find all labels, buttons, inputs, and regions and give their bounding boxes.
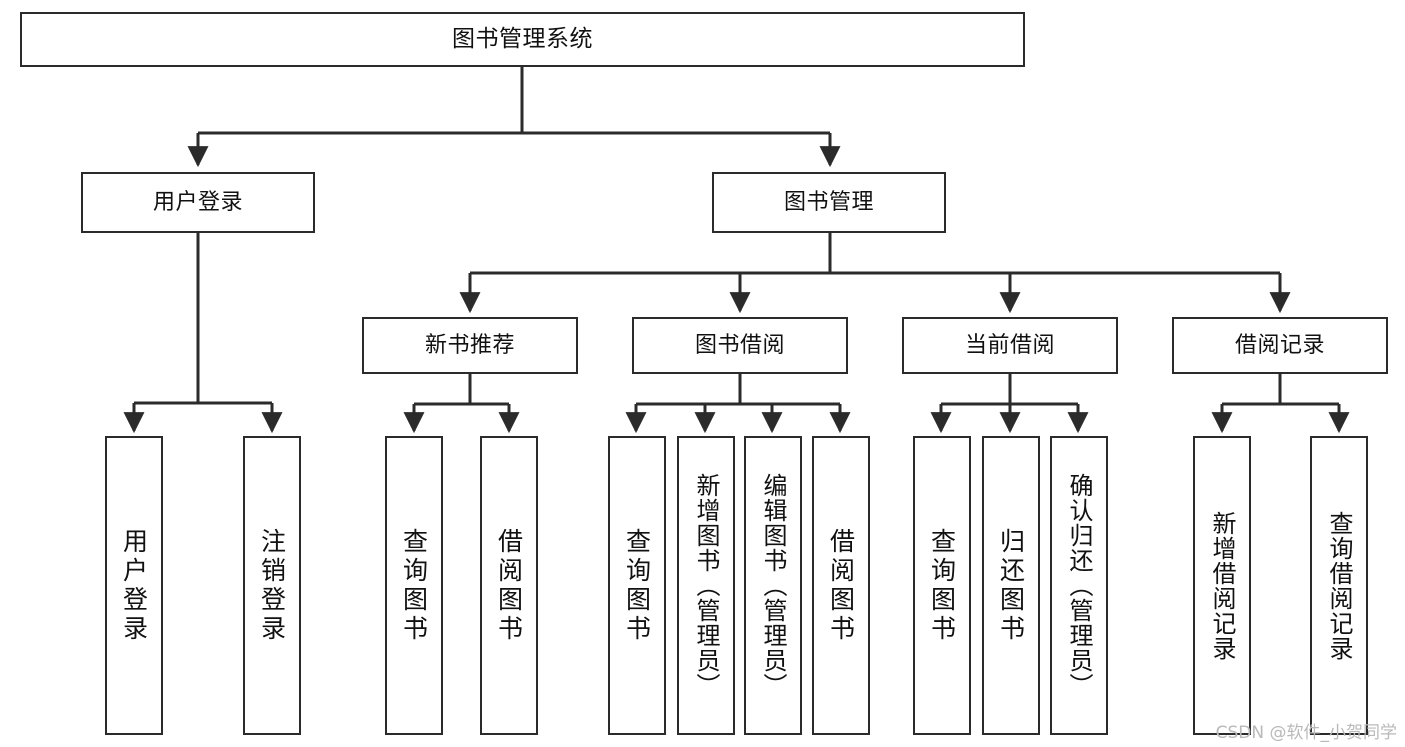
- node-book-borrow[interactable]: 图书借阅: [632, 317, 848, 374]
- node-label: 图书管理系统: [452, 25, 593, 52]
- node-label: 新书推荐: [424, 332, 515, 358]
- node-label: 新增借阅记录: [1208, 510, 1236, 661]
- node-new-book-recommend[interactable]: 新书推荐: [362, 317, 578, 374]
- node-borrow-record[interactable]: 借阅记录: [1172, 317, 1388, 374]
- node-label: 确认归还（管理员）: [1065, 473, 1093, 698]
- node-current-borrow[interactable]: 当前借阅: [902, 317, 1118, 374]
- node-label: 编辑图书（管理员）: [759, 473, 787, 698]
- node-label: 用户登录: [152, 189, 243, 215]
- node-label: 借阅记录: [1234, 332, 1325, 358]
- leaf-confirm-return-admin[interactable]: 确认归还（管理员）: [1050, 436, 1108, 735]
- node-label: 查询图书: [622, 527, 652, 644]
- leaf-add-book-admin[interactable]: 新增图书（管理员）: [677, 436, 735, 735]
- leaf-query-book-recommend[interactable]: 查询图书: [385, 436, 443, 735]
- node-label: 注销登录: [257, 527, 287, 644]
- node-label: 查询图书: [927, 527, 957, 644]
- node-root-book-management-system[interactable]: 图书管理系统: [20, 12, 1025, 67]
- node-label: 图书管理: [783, 189, 874, 215]
- node-label: 归还图书: [996, 527, 1026, 644]
- leaf-query-book-current[interactable]: 查询图书: [913, 436, 971, 735]
- node-label: 新增图书（管理员）: [692, 473, 720, 698]
- node-label: 借阅图书: [494, 527, 524, 644]
- node-label: 借阅图书: [826, 527, 856, 644]
- node-book-management[interactable]: 图书管理: [712, 172, 946, 233]
- leaf-borrow-book[interactable]: 借阅图书: [812, 436, 870, 735]
- leaf-return-book[interactable]: 归还图书: [982, 436, 1040, 735]
- leaf-edit-book-admin[interactable]: 编辑图书（管理员）: [744, 436, 802, 735]
- node-label: 查询借阅记录: [1325, 510, 1353, 661]
- node-user-login[interactable]: 用户登录: [81, 172, 315, 233]
- leaf-borrow-book-recommend[interactable]: 借阅图书: [480, 436, 538, 735]
- node-label: 图书借阅: [694, 332, 785, 358]
- node-label: 查询图书: [399, 527, 429, 644]
- leaf-query-book-borrow[interactable]: 查询图书: [608, 436, 666, 735]
- leaf-query-borrow-record[interactable]: 查询借阅记录: [1310, 436, 1368, 735]
- node-label: 用户登录: [119, 527, 149, 644]
- node-label: 当前借阅: [964, 332, 1055, 358]
- leaf-user-login[interactable]: 用户登录: [105, 436, 163, 735]
- leaf-add-borrow-record[interactable]: 新增借阅记录: [1193, 436, 1251, 735]
- leaf-logout-login[interactable]: 注销登录: [243, 436, 301, 735]
- watermark-text: CSDN @软件_小贺同学: [1215, 723, 1397, 743]
